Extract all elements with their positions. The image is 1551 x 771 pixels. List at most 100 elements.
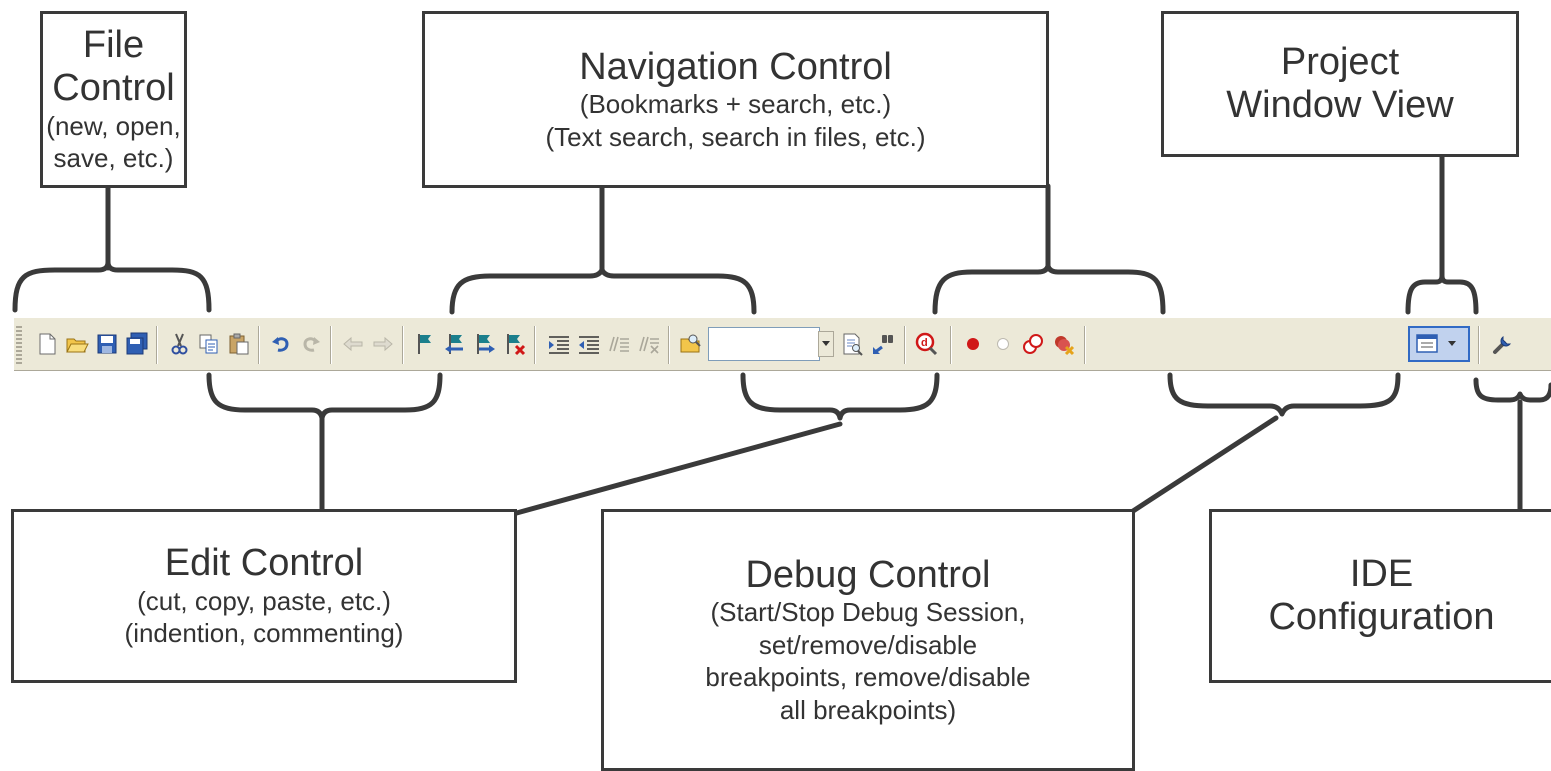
new-file-icon bbox=[39, 333, 56, 355]
ide-configuration-brace bbox=[1473, 377, 1551, 403]
save-icon bbox=[97, 334, 117, 354]
insert-breakpoint-button[interactable] bbox=[960, 330, 986, 358]
file-control-desc-2: save, etc.) bbox=[53, 143, 174, 174]
open-file-button[interactable] bbox=[64, 330, 90, 358]
debug-control-desc-4: all breakpoints) bbox=[779, 694, 957, 725]
debug-control-title: Debug Control bbox=[745, 553, 991, 596]
edit-indent-connector bbox=[510, 421, 843, 517]
edit-control-callout: Edit Control (cut, copy, paste, etc.) (i… bbox=[11, 509, 517, 683]
uncomment-icon bbox=[639, 336, 659, 354]
search-combo-input[interactable] bbox=[708, 327, 820, 361]
edit-control-desc-1: (cut, copy, paste, etc.) bbox=[137, 585, 391, 616]
disable-breakpoints-icon bbox=[1023, 334, 1043, 354]
navigation-control-title: Navigation Control bbox=[579, 45, 892, 88]
debug-control-desc-2: set/remove/disable bbox=[758, 629, 978, 660]
navigation-control-desc-2: (Text search, search in files, etc.) bbox=[545, 121, 926, 152]
indent-button[interactable] bbox=[546, 330, 572, 358]
project-window-view-button[interactable] bbox=[1408, 326, 1470, 362]
ide-configuration-title-1: IDE bbox=[1349, 553, 1414, 596]
navigation-control-desc-1: (Bookmarks + search, etc.) bbox=[579, 89, 892, 120]
previous-bookmark-button[interactable] bbox=[442, 330, 468, 358]
project-window-view-callout: Project Window View bbox=[1161, 11, 1519, 157]
navigation-search-brace bbox=[932, 263, 1166, 315]
toolbar-separator bbox=[330, 326, 332, 364]
edit-control-title: Edit Control bbox=[164, 542, 364, 585]
edit-control-desc-2: (indention, commenting) bbox=[124, 618, 404, 649]
uncomment-button[interactable] bbox=[636, 330, 662, 358]
insert-breakpoint-icon bbox=[967, 338, 979, 350]
indent-icon bbox=[549, 336, 569, 354]
toolbar-separator bbox=[950, 326, 952, 364]
edit-indent-brace bbox=[740, 372, 940, 421]
search-combo-dropdown[interactable] bbox=[818, 331, 834, 357]
svg-text:d: d bbox=[921, 337, 928, 349]
navigate-forward-icon bbox=[373, 336, 393, 352]
new-file-button[interactable] bbox=[34, 330, 60, 358]
copy-icon bbox=[199, 334, 218, 354]
ide-toolbar: d bbox=[14, 317, 1551, 371]
chevron-down-icon bbox=[822, 341, 830, 346]
copy-button[interactable] bbox=[196, 330, 222, 358]
clear-bookmarks-icon bbox=[507, 334, 526, 356]
toolbar-separator bbox=[534, 326, 536, 364]
kill-breakpoints-button[interactable] bbox=[1050, 330, 1076, 358]
undo-icon bbox=[272, 337, 289, 352]
unindent-button[interactable] bbox=[576, 330, 602, 358]
ide-configuration-title-2: Configuration bbox=[1268, 596, 1495, 638]
configure-button[interactable] bbox=[1490, 330, 1516, 358]
find-button[interactable] bbox=[840, 330, 866, 358]
navigate-back-icon bbox=[343, 336, 363, 352]
start-debug-button[interactable]: d bbox=[914, 330, 940, 358]
save-all-button[interactable] bbox=[124, 330, 150, 358]
incremental-find-button[interactable] bbox=[870, 330, 896, 358]
toolbar-separator bbox=[258, 326, 260, 364]
debug-control-callout: Debug Control (Start/Stop Debug Session,… bbox=[601, 509, 1135, 771]
incremental-find-icon bbox=[873, 335, 893, 355]
enable-breakpoint-icon bbox=[997, 338, 1009, 350]
undo-button[interactable] bbox=[268, 330, 294, 358]
clear-bookmarks-button[interactable] bbox=[502, 330, 528, 358]
next-bookmark-icon bbox=[477, 334, 495, 354]
cut-button[interactable] bbox=[166, 330, 192, 358]
toolbar-grip[interactable] bbox=[16, 326, 22, 364]
open-file-icon bbox=[66, 338, 89, 353]
file-control-title: File Control bbox=[52, 24, 175, 109]
unindent-icon bbox=[579, 336, 599, 354]
navigate-forward-button[interactable] bbox=[370, 330, 396, 358]
find-in-files-icon bbox=[680, 334, 701, 353]
comment-icon bbox=[609, 336, 629, 352]
toggle-bookmark-icon bbox=[418, 334, 431, 354]
toolbar-separator bbox=[1084, 326, 1086, 364]
paste-button[interactable] bbox=[226, 330, 252, 358]
navigate-back-button[interactable] bbox=[340, 330, 366, 358]
file-control-desc-1: (new, open, bbox=[46, 110, 181, 141]
toggle-bookmark-button[interactable] bbox=[412, 330, 438, 358]
project-window-view-title-1: Project bbox=[1280, 41, 1400, 84]
debug-control-desc-3: breakpoints, remove/disable bbox=[705, 662, 1031, 693]
previous-bookmark-icon bbox=[445, 334, 463, 354]
configure-icon bbox=[1493, 335, 1512, 354]
disable-breakpoints-button[interactable] bbox=[1020, 330, 1046, 358]
find-in-files-button[interactable] bbox=[678, 330, 704, 358]
enable-breakpoint-button[interactable] bbox=[990, 330, 1016, 358]
toolbar-separator bbox=[402, 326, 404, 364]
debug-control-brace bbox=[1167, 372, 1401, 417]
redo-icon bbox=[303, 337, 320, 352]
redo-button[interactable] bbox=[298, 330, 324, 358]
comment-button[interactable] bbox=[606, 330, 632, 358]
start-debug-icon: d bbox=[915, 332, 938, 356]
kill-breakpoints-icon bbox=[1055, 336, 1075, 356]
project-window-view-icon bbox=[1416, 334, 1456, 353]
toolbar-separator bbox=[1478, 326, 1480, 364]
debug-control-connector bbox=[1127, 415, 1279, 516]
edit-cut-copy-brace bbox=[206, 372, 443, 421]
save-button[interactable] bbox=[94, 330, 120, 358]
next-bookmark-button[interactable] bbox=[472, 330, 498, 358]
navigation-control-callout: Navigation Control (Bookmarks + search, … bbox=[422, 11, 1049, 188]
find-icon bbox=[843, 333, 863, 356]
file-control-brace bbox=[12, 259, 212, 313]
cut-icon bbox=[171, 333, 188, 355]
toolbar-separator bbox=[904, 326, 906, 364]
project-window-brace bbox=[1405, 273, 1479, 315]
